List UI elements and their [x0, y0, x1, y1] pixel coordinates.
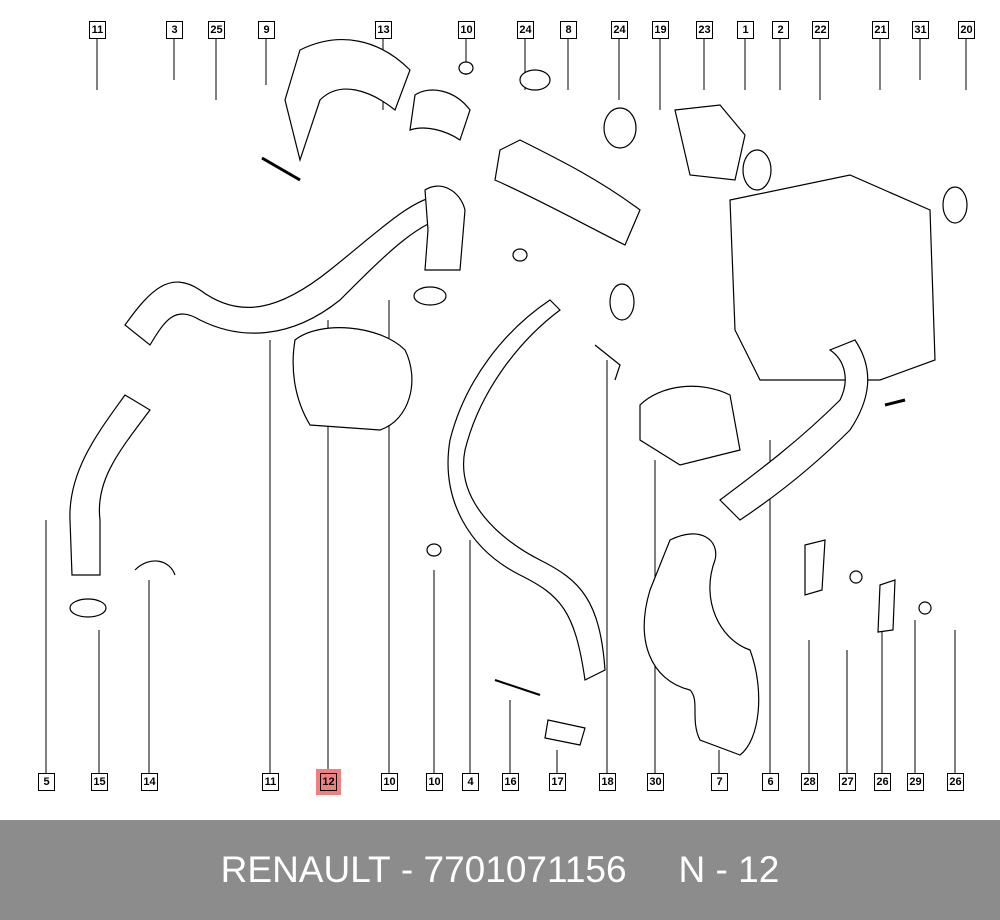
part-pipe-5: [69, 394, 151, 576]
callout-top-21[interactable]: 21: [872, 21, 889, 39]
callout-bottom-29[interactable]: 29: [907, 773, 924, 791]
part-clamp-24a: [519, 69, 551, 91]
callout-bottom-12[interactable]: 12: [320, 773, 337, 791]
part-nut-10b: [512, 248, 528, 262]
callout-top-23[interactable]: 23: [696, 21, 713, 39]
callout-top-31[interactable]: 31: [912, 21, 929, 39]
callout-top-22[interactable]: 22: [812, 21, 829, 39]
callout-bottom-5[interactable]: 5: [38, 773, 55, 791]
callout-top-1[interactable]: 1: [737, 21, 754, 39]
callout-bottom-16[interactable]: 16: [502, 773, 519, 791]
part-hose-6: [719, 339, 869, 521]
part-elbow-9: [284, 39, 411, 163]
part-seal-19: [609, 283, 635, 321]
part-sensor-1: [674, 104, 746, 181]
part-number: 7701071156: [423, 849, 627, 890]
callout-bottom-10[interactable]: 10: [426, 773, 443, 791]
part-turbo: [292, 327, 413, 431]
part-resonator-30: [639, 385, 741, 466]
part-hose-4: [447, 299, 606, 681]
part-footer: RENAULT - 7701071156 N - 12: [0, 820, 1000, 920]
part-clip-16: [494, 679, 541, 696]
part-seal-12: [413, 286, 447, 306]
callout-bottom-30[interactable]: 30: [647, 773, 664, 791]
part-bolt-25: [261, 156, 301, 182]
exploded-parts-diagram: [45, 39, 968, 773]
part-bracket-27: [804, 539, 826, 596]
callout-bottom-28[interactable]: 28: [801, 773, 818, 791]
part-elbow-10: [424, 185, 466, 271]
callout-bottom-15[interactable]: 15: [91, 773, 108, 791]
callout-bottom-26[interactable]: 26: [947, 773, 964, 791]
part-cap-20: [942, 186, 968, 224]
callout-bottom-11[interactable]: 11: [262, 773, 279, 791]
part-clip-18: [594, 344, 621, 381]
callout-top-8[interactable]: 8: [560, 21, 577, 39]
callout-top-13[interactable]: 13: [375, 21, 392, 39]
callout-bottom-10[interactable]: 10: [381, 773, 398, 791]
part-nut-26b: [918, 601, 932, 615]
callout-bottom-14[interactable]: 14: [141, 773, 158, 791]
callout-top-20[interactable]: 20: [958, 21, 975, 39]
part-connector: [409, 89, 471, 141]
callout-bottom-7[interactable]: 7: [711, 773, 728, 791]
part-duct-7: [643, 533, 760, 756]
part-seal-15: [69, 598, 107, 618]
part-clamp-24b: [603, 107, 637, 149]
callout-bottom-17[interactable]: 17: [549, 773, 566, 791]
brand-name: RENAULT: [220, 849, 391, 890]
callout-bottom-27[interactable]: 27: [839, 773, 856, 791]
part-hose-8: [494, 139, 641, 246]
callout-bottom-6[interactable]: 6: [762, 773, 779, 791]
separator: -: [390, 849, 424, 890]
callout-bottom-18[interactable]: 18: [599, 773, 616, 791]
part-drawings: [69, 39, 968, 756]
part-nut-26a: [849, 570, 863, 584]
callout-top-24[interactable]: 24: [611, 21, 628, 39]
callout-top-2[interactable]: 2: [772, 21, 789, 39]
callout-top-11[interactable]: 11: [89, 21, 106, 39]
part-clip-17: [544, 719, 586, 746]
part-seal-2: [742, 149, 772, 191]
callout-top-19[interactable]: 19: [652, 21, 669, 39]
callout-bottom-4[interactable]: 4: [462, 773, 479, 791]
part-bracket-29: [877, 579, 896, 633]
part-hose-3: [124, 194, 457, 346]
callout-top-24[interactable]: 24: [517, 21, 534, 39]
callout-top-10[interactable]: 10: [458, 21, 475, 39]
position-label: N - 12: [678, 849, 780, 890]
part-air-filter: [729, 174, 936, 381]
callout-top-3[interactable]: 3: [166, 21, 183, 39]
callout-top-25[interactable]: 25: [208, 21, 225, 39]
part-clip-14: [134, 560, 176, 576]
callout-top-9[interactable]: 9: [258, 21, 275, 39]
part-bolt-21: [884, 398, 906, 407]
callout-bottom-26[interactable]: 26: [874, 773, 891, 791]
part-nut-10c: [426, 543, 442, 557]
part-nut-10: [458, 61, 474, 75]
